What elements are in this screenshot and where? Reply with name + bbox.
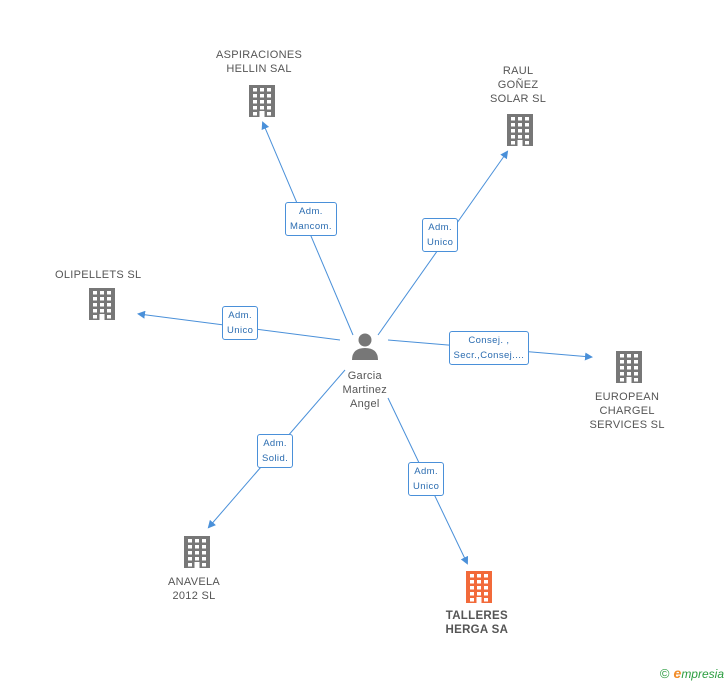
building-icon-olipellets[interactable]: [89, 288, 115, 320]
relation-label-european: Consej. , Secr.,Consej....: [448, 331, 530, 365]
company-label-european[interactable]: EUROPEAN CHARGEL SERVICES SL: [589, 391, 665, 431]
relation-label-talleres: Adm. Unico: [408, 462, 445, 496]
relation-label-anavela: Adm. Solid.: [257, 434, 294, 468]
company-label-olipellets[interactable]: OLIPELLETS SL: [55, 269, 142, 281]
empresia-logo: ©empresia: [659, 665, 724, 681]
company-label-aspiraciones[interactable]: ASPIRACIONES HELLIN SAL: [216, 49, 303, 75]
relation-label-raul: Adm. Unico: [422, 218, 459, 252]
relation-label-aspiraciones: Adm. Mancom.: [285, 202, 337, 236]
building-icon-raul[interactable]: [507, 114, 533, 146]
company-label-anavela[interactable]: ANAVELA 2012 SL: [168, 576, 221, 602]
building-icon-european[interactable]: [616, 351, 642, 383]
copyright-icon: ©: [659, 666, 670, 681]
company-label-talleres[interactable]: TALLERES HERGA SA: [445, 610, 509, 636]
person-icon[interactable]: [352, 333, 378, 361]
building-icon-anavela[interactable]: [184, 536, 210, 568]
building-icon-talleres[interactable]: [466, 571, 492, 603]
relation-label-olipellets: Adm. Unico: [222, 306, 259, 340]
company-label-raul[interactable]: RAUL GOÑEZ SOLAR SL: [490, 65, 547, 105]
building-icon-aspiraciones[interactable]: [249, 85, 275, 117]
center-person-label[interactable]: Garcia Martinez Angel: [342, 370, 388, 410]
